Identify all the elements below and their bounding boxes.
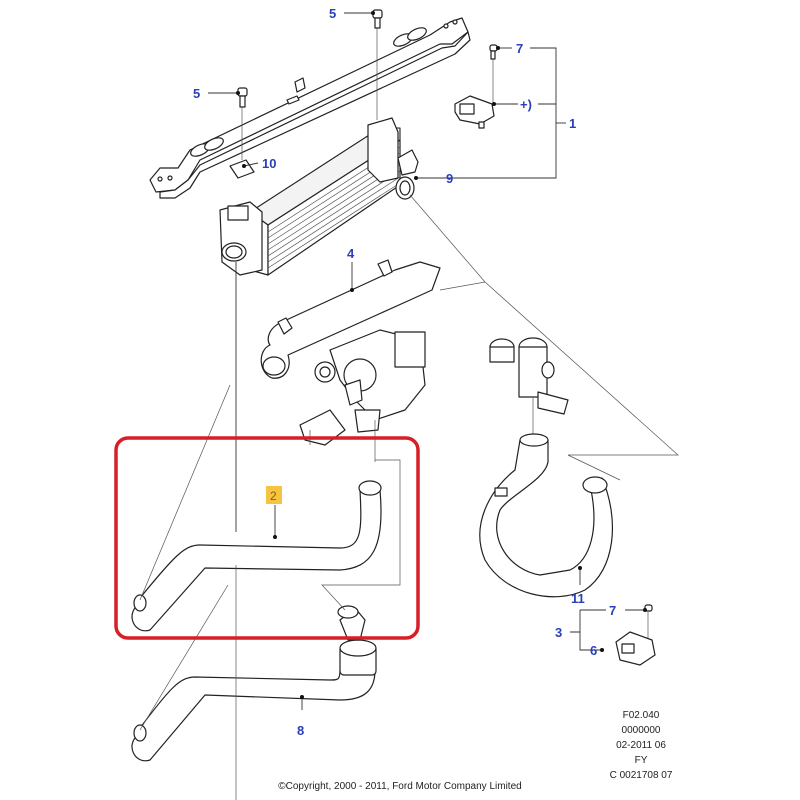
ref-line-3: 02-2011 06 [616, 740, 666, 751]
leader-lines [139, 12, 679, 800]
turbocharger [299, 329, 426, 446]
callout-7-top[interactable]: 7 [516, 41, 523, 56]
ref-line-4: FY [635, 755, 648, 766]
mounting-bracket [149, 17, 471, 199]
valve-assembly [489, 337, 569, 435]
intercooler [219, 117, 419, 276]
callout-10[interactable]: 10 [262, 156, 276, 171]
callout-6[interactable]: 6 [590, 643, 597, 658]
reference-block: F02.040 0000000 02-2011 06 FY C 0021708 … [610, 710, 673, 781]
pressure-sensor-bottom [615, 604, 656, 666]
callout-7-bottom[interactable]: 7 [609, 603, 616, 618]
bolt-left [237, 87, 248, 160]
copyright-text: ©Copyright, 2000 - 2011, Ford Motor Comp… [278, 781, 521, 792]
callout-8[interactable]: 8 [297, 723, 304, 738]
callout-5-left[interactable]: 5 [193, 86, 200, 101]
intercooler-hose-2 [131, 480, 382, 632]
callout-3[interactable]: 3 [555, 625, 562, 640]
lead-dots [236, 11, 647, 699]
callout-9[interactable]: 9 [446, 171, 453, 186]
callout-plus-sensor[interactable]: +) [520, 97, 532, 112]
highlight-frame [114, 436, 420, 640]
air-duct [260, 259, 441, 379]
hose-8 [131, 605, 377, 762]
intercooler-fins [267, 146, 401, 269]
ref-line-5: C 0021708 07 [610, 770, 673, 781]
highlight-badge [266, 486, 282, 504]
ref-line-1: F02.040 [623, 710, 660, 721]
callout-4[interactable]: 4 [347, 246, 355, 261]
clip [229, 159, 255, 179]
callout-11[interactable]: 11 [571, 591, 585, 606]
pressure-sensor-top [454, 44, 498, 129]
callout-5-top[interactable]: 5 [329, 6, 336, 21]
hose-right [479, 433, 613, 598]
callout-1[interactable]: 1 [569, 116, 576, 131]
callout-2[interactable]: 2 [270, 489, 277, 503]
ref-line-2: 0000000 [622, 725, 661, 736]
